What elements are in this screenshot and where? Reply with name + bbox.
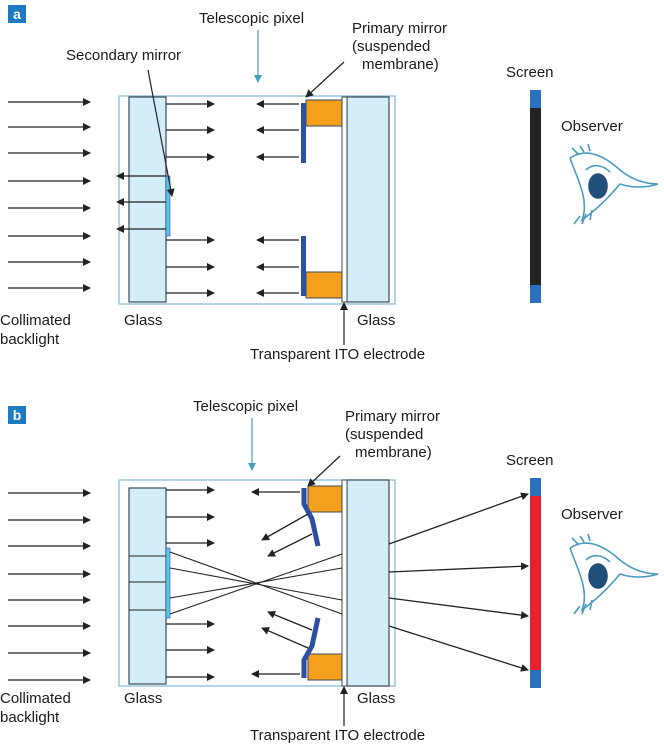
collimated-label-b-2: backlight bbox=[0, 709, 60, 726]
panel-b: b Telescopic pixel Primary mirror (suspe… bbox=[0, 374, 664, 748]
secondary-mirror-b bbox=[165, 547, 171, 619]
primary-mirror-label-1: Primary mirror bbox=[352, 20, 447, 37]
spacer-top bbox=[305, 99, 343, 127]
primary-mirror-pointer-b bbox=[307, 455, 341, 487]
primary-mirror-label-3: membrane) bbox=[362, 56, 439, 73]
glass-left-label-b: Glass bbox=[124, 690, 163, 707]
pixel-box-b bbox=[118, 479, 396, 687]
collimated-label-1: Collimated bbox=[0, 312, 71, 329]
screen-a bbox=[530, 90, 541, 303]
collimated-label-2: backlight bbox=[0, 331, 60, 348]
telescopic-pixel-label: Telescopic pixel bbox=[199, 10, 305, 27]
crossing-rays-b bbox=[169, 551, 343, 615]
screen-b-cap-top bbox=[530, 478, 541, 496]
screen-label: Screen bbox=[506, 64, 554, 81]
screen-b-cap-bottom bbox=[530, 670, 541, 688]
backlight-arrows bbox=[8, 98, 91, 292]
reflected-arrows-a bbox=[116, 172, 166, 233]
glass-left bbox=[128, 96, 167, 303]
primary-reflected-arrows-a bbox=[256, 100, 299, 297]
primary-mirror-pointer bbox=[305, 61, 345, 98]
screen-a-cap-bottom bbox=[530, 285, 541, 303]
glass-left-b bbox=[128, 487, 167, 685]
transmitted-arrows-b bbox=[166, 486, 215, 681]
secondary-mirror-label: Secondary mirror bbox=[66, 47, 182, 64]
panel-a: a Telescopic pixel Secondary mirror Prim… bbox=[0, 5, 659, 363]
glass-lines-b bbox=[129, 555, 166, 611]
glass-right-label: Glass bbox=[357, 312, 396, 329]
screen-a-cap-top bbox=[530, 90, 541, 108]
primary-mirror-bottom bbox=[301, 236, 306, 296]
diagram-b bbox=[8, 418, 659, 726]
ito-label: Transparent ITO electrode bbox=[250, 346, 426, 363]
ito-electrode bbox=[341, 96, 348, 303]
primary-mirror-label-b-1: Primary mirror bbox=[345, 408, 440, 425]
primary-mirror-bottom-b bbox=[301, 617, 321, 678]
primary-mirror-top bbox=[301, 103, 306, 163]
screen-rays-b bbox=[388, 492, 529, 672]
deflected-arrows-b bbox=[261, 513, 313, 649]
spacer-bottom-b bbox=[307, 653, 343, 681]
ito-label-b: Transparent ITO electrode bbox=[250, 727, 426, 744]
observer-label-b: Observer bbox=[561, 506, 623, 523]
observer-label: Observer bbox=[561, 118, 623, 135]
glass-right bbox=[346, 96, 390, 303]
spacer-top-b bbox=[307, 485, 343, 513]
panel-letter-a: a bbox=[8, 5, 26, 23]
primary-mirror-label-b-2: (suspended bbox=[345, 426, 424, 443]
glass-right-label-b: Glass bbox=[357, 690, 396, 707]
ito-electrode-b bbox=[341, 479, 348, 687]
screen-label-b: Screen bbox=[506, 452, 554, 469]
transmitted-arrows-a bbox=[166, 100, 215, 297]
screen-b bbox=[530, 478, 541, 688]
panel-letter-b: b bbox=[8, 406, 26, 424]
telescopic-pixel-label-b: Telescopic pixel bbox=[193, 398, 299, 415]
backlight-arrows-b bbox=[8, 489, 91, 684]
eye-icon bbox=[569, 533, 659, 615]
eye-icon bbox=[569, 143, 659, 225]
glass-right-b bbox=[346, 479, 390, 687]
collimated-label-b-1: Collimated bbox=[0, 690, 71, 707]
primary-mirror-top-b bbox=[301, 488, 321, 547]
secondary-mirror-pointer bbox=[147, 69, 175, 197]
primary-mirror-label-2: (suspended bbox=[352, 38, 431, 55]
glass-left-label: Glass bbox=[124, 312, 163, 329]
spacer-bottom bbox=[305, 271, 343, 299]
diagram-a bbox=[8, 30, 659, 345]
primary-mirror-label-b-3: membrane) bbox=[355, 444, 432, 461]
